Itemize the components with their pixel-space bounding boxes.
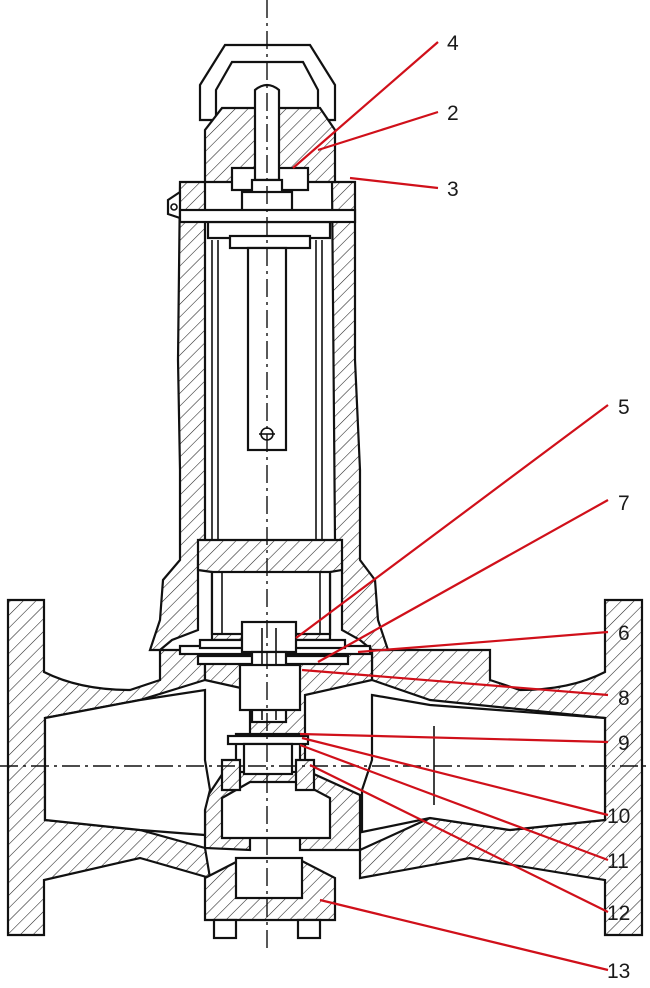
bonnet-right-wall — [330, 180, 390, 652]
guide-bushing — [238, 663, 302, 712]
inlet-passage — [43, 688, 212, 837]
leader-4 — [292, 41, 439, 169]
leader-lines — [292, 41, 609, 972]
side-lug — [166, 189, 182, 220]
callout-5: 5 — [618, 396, 630, 419]
callout-8: 8 — [618, 687, 630, 710]
leader-7 — [317, 499, 609, 663]
seat-left — [220, 758, 242, 792]
callout-3: 3 — [447, 178, 459, 201]
left-flange — [6, 598, 212, 937]
leader-8 — [301, 668, 609, 697]
bottom-bolt-left — [212, 918, 238, 940]
callout-13: 13 — [607, 960, 630, 983]
top-assembly — [178, 43, 357, 224]
leader-5 — [295, 404, 609, 639]
outlet-passage — [360, 693, 607, 834]
callout-labels: 4 2 3 5 7 6 8 9 10 11 12 13 — [447, 32, 630, 983]
disc-holder — [242, 742, 294, 776]
bonnet-left-wall — [148, 180, 207, 652]
callout-2: 2 — [447, 102, 459, 125]
stem-nut — [240, 620, 298, 654]
leader-3 — [349, 176, 439, 190]
upper-spring-seat — [228, 234, 312, 250]
leader-6 — [357, 630, 609, 654]
leader-13 — [319, 898, 609, 972]
leader-10 — [301, 736, 609, 817]
callout-12: 12 — [607, 902, 630, 925]
callout-9: 9 — [618, 732, 630, 755]
disc-seal — [226, 734, 310, 746]
lower-chamber — [220, 780, 332, 840]
bottom-drain-boss — [234, 856, 304, 900]
seat-right — [294, 758, 316, 792]
leader-9 — [299, 732, 609, 744]
leader-2 — [317, 110, 439, 152]
leader-12 — [309, 764, 609, 913]
callout-4: 4 — [447, 32, 459, 55]
right-flange — [358, 598, 644, 937]
callout-6: 6 — [618, 622, 630, 645]
callout-10: 10 — [607, 805, 630, 828]
callout-7: 7 — [618, 492, 630, 515]
callout-11: 11 — [607, 850, 629, 873]
leader-11 — [299, 743, 609, 862]
bottom-bolt-right — [296, 918, 322, 940]
